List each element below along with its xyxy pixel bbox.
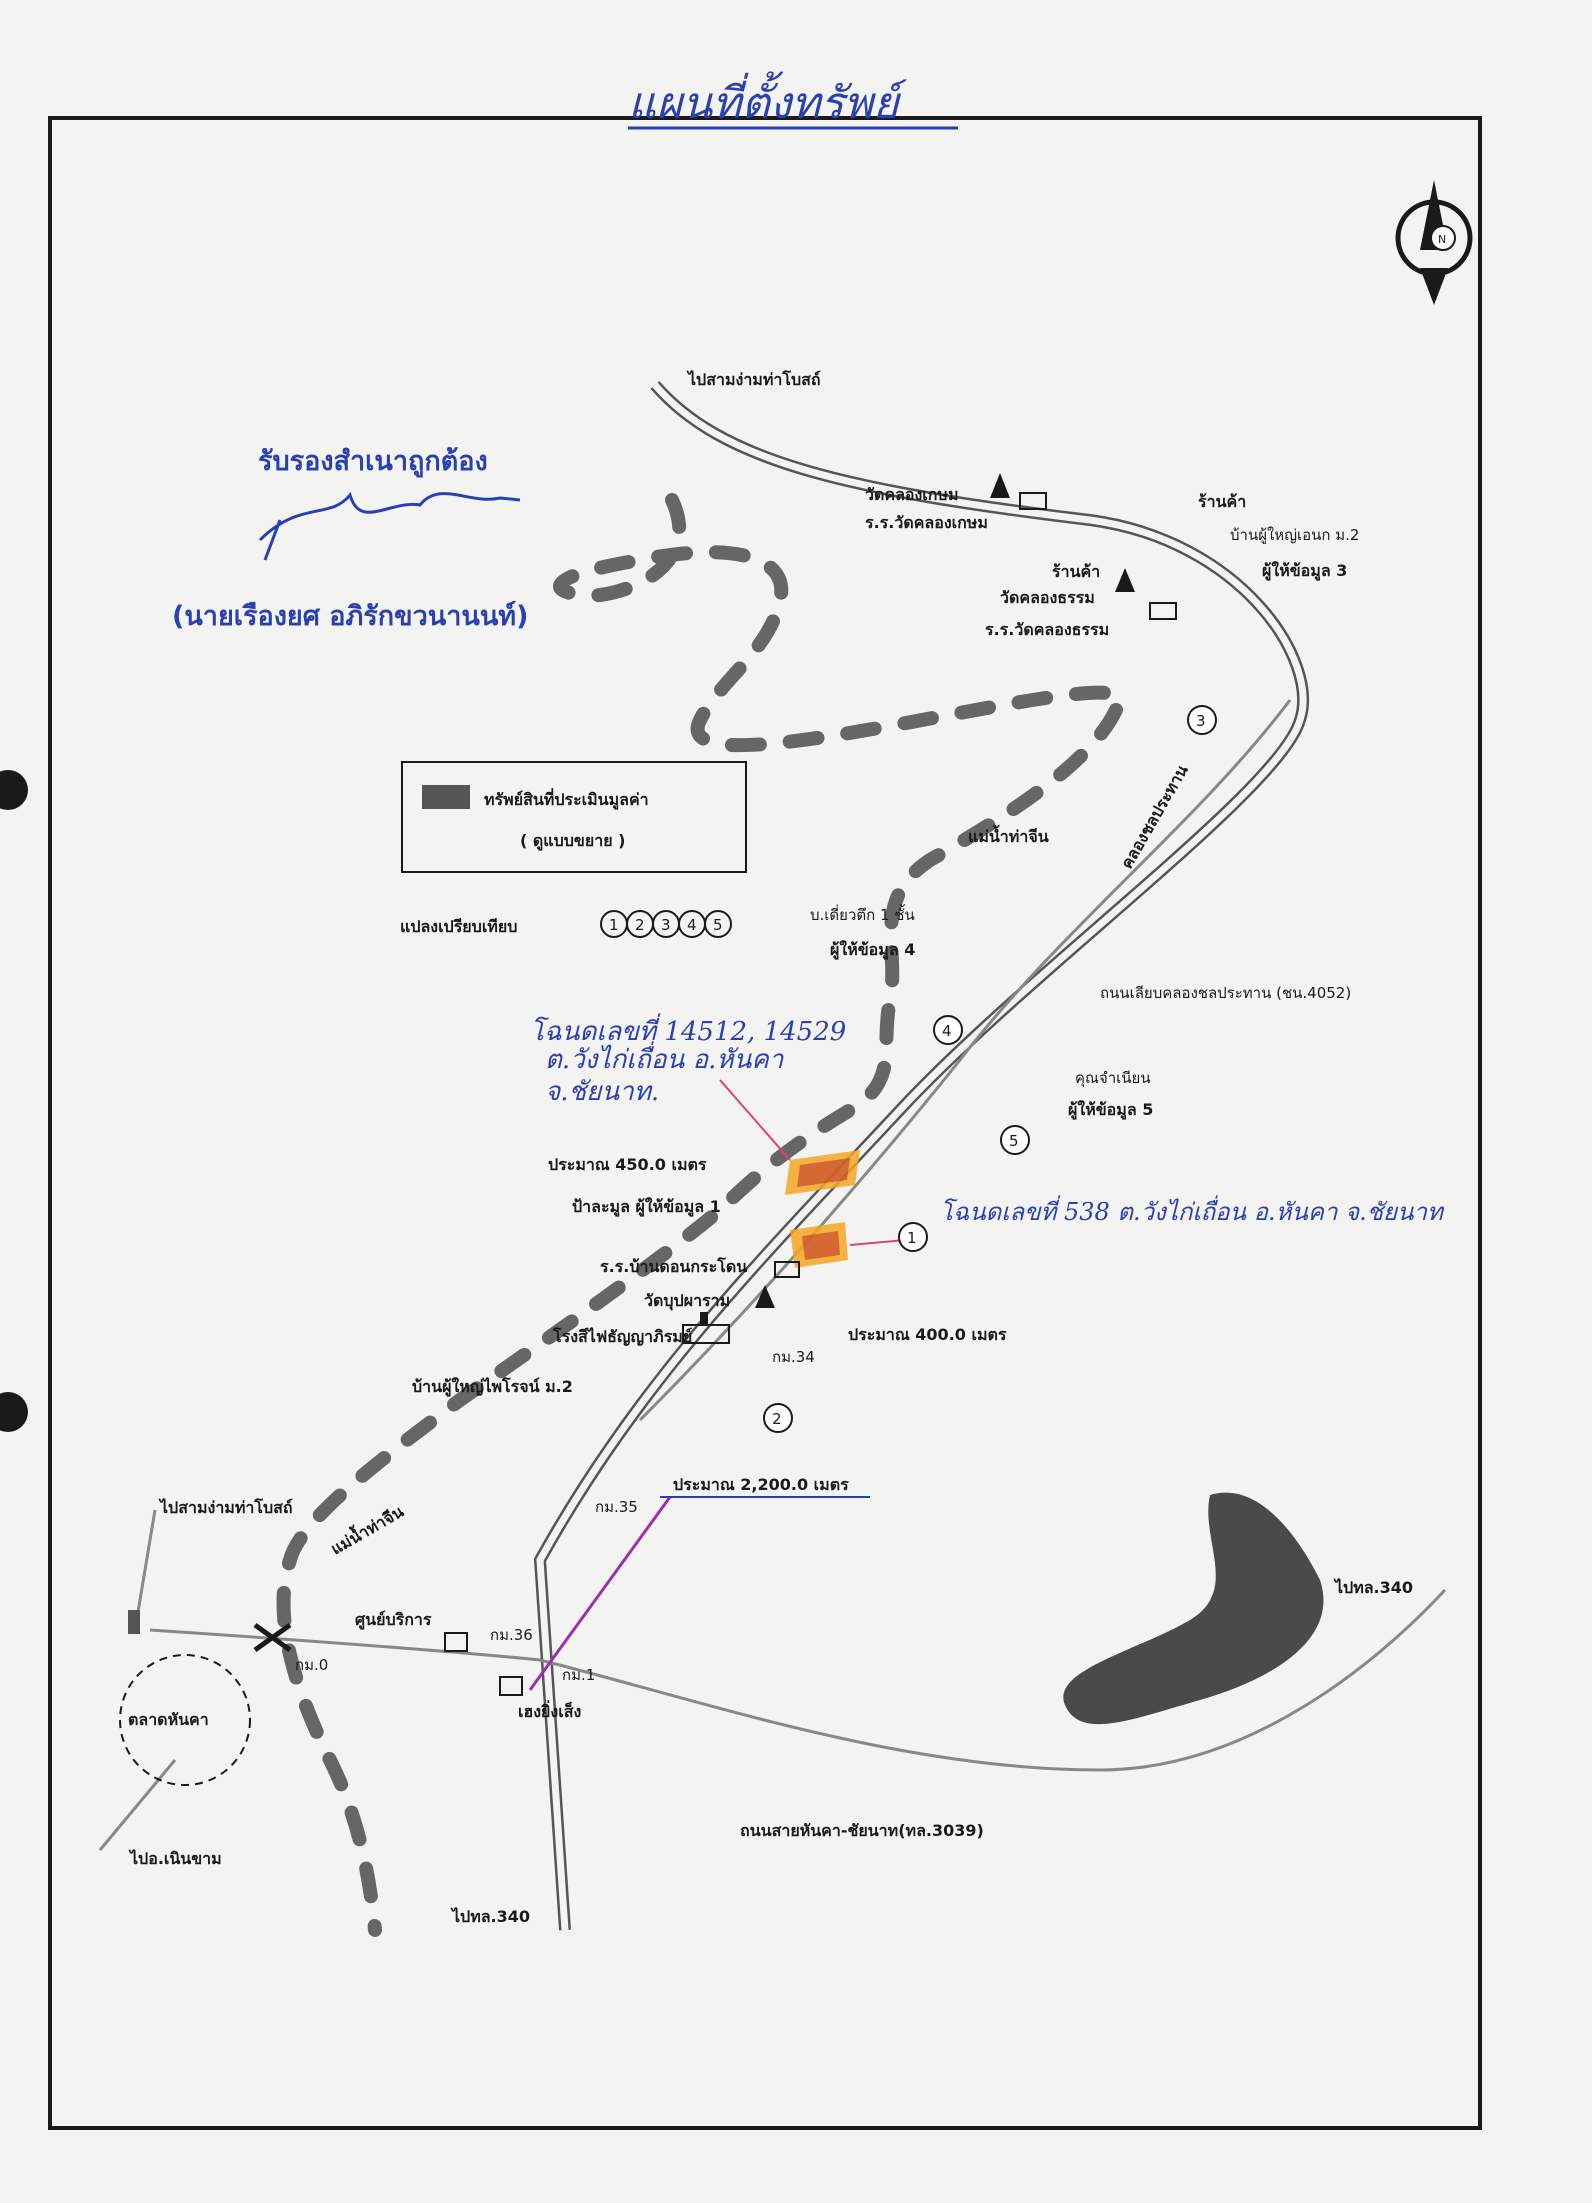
comparable-marker-2: 2 — [763, 1403, 793, 1433]
comparable-marker-1: 1 — [898, 1222, 928, 1252]
label-dist-400: ประมาณ 400.0 เมตร — [848, 1325, 1007, 1344]
legend-num-3: 3 — [661, 916, 671, 934]
signature-scribble — [258, 491, 521, 542]
compass-letter: N — [1438, 233, 1446, 246]
label-km0: กม.0 — [295, 1656, 328, 1674]
label-to-sam-ngam-top: ไปสามง่ามท่าโบสถ์ — [686, 369, 821, 389]
label-informant-5: ผู้ให้ข้อมูล 5 — [1068, 1100, 1153, 1121]
svg-text:4: 4 — [942, 1022, 952, 1040]
svg-text:3: 3 — [1196, 712, 1206, 730]
legend-comparable-markers: 1 2 3 4 5 — [600, 910, 732, 938]
label-river-bottom: แม่น้ำท่าจีน — [326, 1499, 407, 1558]
factory-icon — [682, 1312, 730, 1344]
market-circle — [119, 1654, 251, 1786]
asset-plot-2 — [790, 1222, 848, 1268]
comparable-marker-4: 4 — [933, 1015, 963, 1045]
label-village-head-house: บ้านผู้ใหญ่เอนก ม.2 — [1230, 526, 1359, 544]
label-school-khlong-tham: ร.ร.วัดคลองธรรม — [985, 620, 1109, 639]
label-to-noen-kham: ไปอ.เนินขาม — [128, 1849, 222, 1868]
label-to-sam-ngam-left: ไปสามง่ามท่าโบสถ์ — [158, 1497, 293, 1517]
legend-asset-note: ( ดูแบบขยาย ) — [520, 831, 625, 852]
note-deed-top-line3: จ.ชัยนาท. — [545, 1077, 659, 1107]
label-dist-2200: ประมาณ 2,200.0 เมตร — [673, 1475, 849, 1494]
bridge-icon — [253, 1622, 292, 1653]
svg-text:2: 2 — [772, 1410, 782, 1428]
binder-hole — [0, 1392, 28, 1432]
legend-box — [401, 761, 747, 873]
label-house-single: บ.เดี่ยวตึก 1 ชั้น — [810, 904, 915, 924]
legend-asset-swatch — [422, 785, 470, 809]
note-deed-top-line1: โฉนดเลขที่ 14512, 14529 — [530, 1013, 846, 1047]
label-informant-4: ผู้ให้ข้อมูล 4 — [830, 940, 915, 961]
label-school-ban-khon: ร.ร.บ้านดอนกระโดน — [600, 1256, 747, 1276]
certified-text: รับรองสำเนาถูกต้อง — [258, 446, 488, 478]
north-arrow-icon: N — [1395, 180, 1473, 305]
temple-icon — [755, 1261, 800, 1308]
label-village-head-2: บ้านผู้ใหญ่ไพโรจน์ ม.2 — [412, 1376, 573, 1398]
comparable-marker-3: 3 — [1187, 705, 1217, 735]
label-dist-450: ประมาณ 450.0 เมตร — [548, 1155, 707, 1174]
distance-line-2200 — [528, 1496, 672, 1691]
legend-num-4: 4 — [687, 916, 697, 934]
map-title: แผนที่ตั้งทรัพย์ — [628, 71, 908, 129]
label-school-khlong-kasem: ร.ร.วัดคลองเกษม — [865, 513, 988, 532]
asset-plot-1 — [785, 1150, 860, 1195]
label-km36: กม.36 — [490, 1626, 533, 1644]
label-km34: กม.34 — [772, 1348, 815, 1366]
comparable-marker-5: 5 — [1000, 1125, 1030, 1155]
signatory-name: (นายเรืองยศ อภิรักขวนานนท์) — [172, 600, 528, 632]
map-frame — [48, 116, 1482, 2130]
label-wat-khlong-kasem: วัดคลองเกษม — [865, 485, 959, 504]
legend-comparables-label: แปลงเปรียบเทียบ — [400, 917, 517, 936]
label-wat-khlong-tham: วัดคลองธรรม — [1000, 588, 1095, 607]
label-service-center: ศูนย์บริการ — [355, 1610, 432, 1631]
signature-stroke — [263, 519, 282, 561]
legend-num-5: 5 — [713, 916, 723, 934]
binder-hole — [0, 770, 28, 810]
note-pointer-top — [719, 1079, 791, 1161]
label-road-4052: ถนนเลียบคลองชลประทาน (ชน.4052) — [1100, 984, 1351, 1002]
label-seng-yang: เฮงยิ่งเส็ง — [518, 1700, 581, 1721]
note-deed-right: โฉนดเลขที่ 538 ต.วังไก่เถื่อน อ.หันคา จ.… — [940, 1195, 1445, 1226]
label-informant-3: ผู้ให้ข้อมูล 3 — [1262, 561, 1347, 582]
note-pointer-right — [849, 1239, 906, 1246]
label-km1: กม.1 — [562, 1666, 595, 1684]
legend-num-2: 2 — [635, 916, 645, 934]
main-road-inner — [536, 382, 1307, 1931]
temple-icon — [1115, 568, 1177, 620]
canal-road — [638, 699, 1292, 1422]
label-khun-chamnian: คุณจำเนียน — [1075, 1069, 1151, 1088]
lake — [1063, 1492, 1324, 1725]
label-road-3039: ถนนสายหันคา-ชัยนาท(ทล.3039) — [740, 1821, 984, 1840]
label-shop-2: ร้านค้า — [1052, 562, 1100, 581]
temple-icon — [990, 473, 1047, 510]
legend-asset-label: ทรัพย์สินที่ประเมินมูลค่า — [484, 788, 649, 811]
label-market: ตลาดหันคา — [128, 1710, 209, 1729]
label-pa-lamun: ป้าละมูล ผู้ให้ข้อมูล 1 — [572, 1197, 721, 1218]
label-km35: กม.35 — [595, 1498, 638, 1516]
label-shop-1: ร้านค้า — [1198, 492, 1246, 511]
svg-text:1: 1 — [907, 1229, 917, 1247]
signpost-icon — [128, 1610, 140, 1634]
service-center-icon — [444, 1632, 468, 1652]
label-rice-mill: โรงสีไฟธัญญาภิรมย์ — [552, 1326, 692, 1347]
label-river-top: แม่น้ำท่าจีน — [968, 824, 1049, 846]
heng-store-icon — [499, 1676, 523, 1696]
note-deed-top-line2: ต.วังไก่เถื่อน อ.หันคา — [545, 1041, 785, 1075]
label-wat-bupharam: วัดบุปผาราม — [644, 1291, 730, 1311]
label-to-tl340-bottom: ไปทล.340 — [450, 1907, 530, 1926]
legend-num-1: 1 — [609, 916, 619, 934]
label-to-tl340-right: ไปทล.340 — [1333, 1578, 1413, 1597]
road-3039 — [149, 1588, 1447, 1772]
svg-text:5: 5 — [1009, 1132, 1019, 1150]
road-left-south — [98, 1759, 177, 1851]
